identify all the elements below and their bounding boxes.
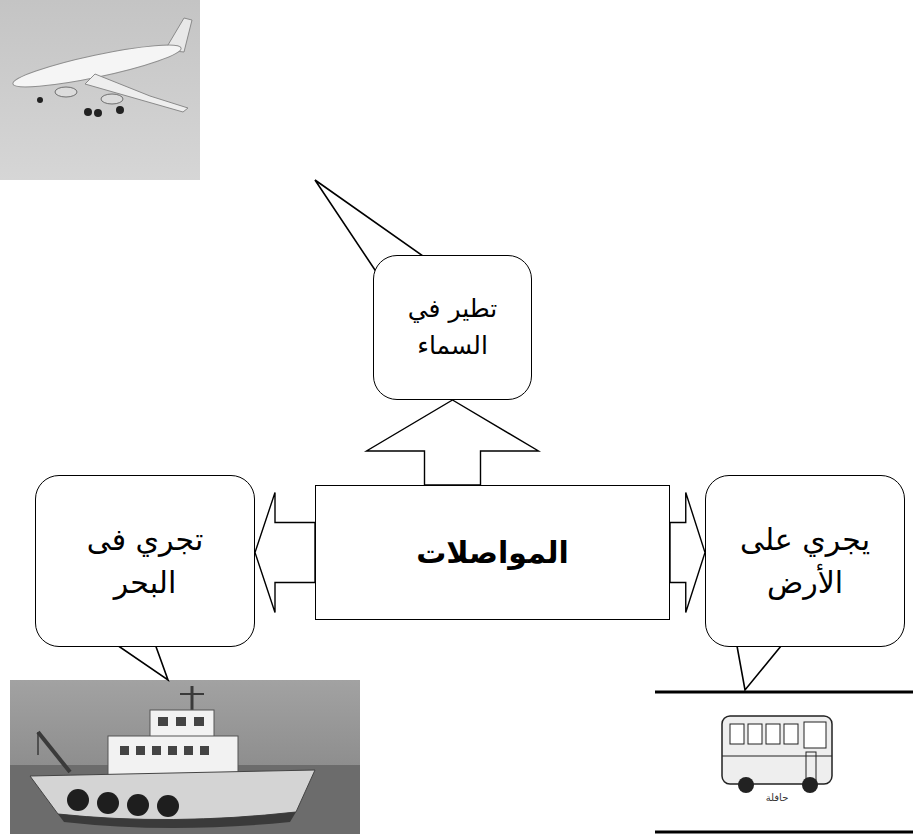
callout-text: تجري فى البحر — [65, 518, 225, 605]
block-arrow — [367, 400, 539, 485]
callout-bubble: تجري فى البحر — [35, 475, 255, 647]
photo-ground — [0, 0, 200, 180]
bus-wheel — [738, 777, 754, 793]
picture-ground — [655, 690, 913, 834]
callout-text: تطير في السماء — [388, 291, 518, 364]
window — [176, 717, 186, 726]
wheelhouse — [150, 710, 214, 738]
block-arrow — [670, 493, 705, 613]
landing-gear — [94, 109, 102, 117]
fender-tire — [127, 794, 149, 816]
window — [194, 717, 204, 726]
engine — [101, 94, 123, 104]
window — [168, 746, 177, 755]
landing-gear — [84, 108, 92, 116]
window — [136, 746, 145, 755]
block-arrow — [255, 493, 315, 613]
photo-ground — [10, 680, 360, 834]
topic-box: المواصلات — [315, 485, 670, 620]
frame-line — [655, 831, 913, 834]
window — [158, 717, 168, 726]
hull-stripe — [58, 812, 296, 828]
bus-window — [748, 724, 762, 744]
bus-window — [766, 724, 780, 744]
crane-hook — [37, 732, 39, 755]
crane — [38, 732, 70, 772]
bus-picture — [655, 690, 913, 834]
near-wing — [85, 74, 188, 112]
airplane-photo — [0, 0, 200, 180]
boat-photo — [10, 680, 360, 834]
bus-window — [730, 724, 744, 744]
window — [120, 746, 129, 755]
landing-gear — [37, 97, 43, 103]
picture-caption: حافلة — [737, 792, 817, 803]
bus-body — [722, 716, 832, 784]
callout-bubble: يجري على الأرض — [705, 475, 905, 647]
mast — [191, 686, 194, 712]
mast — [180, 693, 204, 695]
fender-tire — [157, 795, 179, 817]
bus-wheel — [802, 777, 818, 793]
window — [152, 746, 161, 755]
topic-text: المواصلات — [416, 531, 569, 575]
callout-text: يجري على الأرض — [725, 518, 885, 605]
bus-window — [784, 724, 798, 744]
sea — [10, 765, 360, 834]
window — [184, 746, 193, 755]
fender-tire — [97, 792, 119, 814]
fender-tire — [67, 789, 89, 811]
bus-windshield — [804, 722, 826, 748]
hull — [30, 770, 315, 820]
picture-caption-holder: حافلة — [737, 792, 817, 803]
window — [200, 746, 209, 755]
landing-gear — [116, 106, 124, 114]
engine — [55, 87, 77, 97]
callout-bubble: تطير في السماء — [373, 255, 532, 400]
cabin — [108, 736, 238, 776]
frame-line — [655, 691, 913, 694]
